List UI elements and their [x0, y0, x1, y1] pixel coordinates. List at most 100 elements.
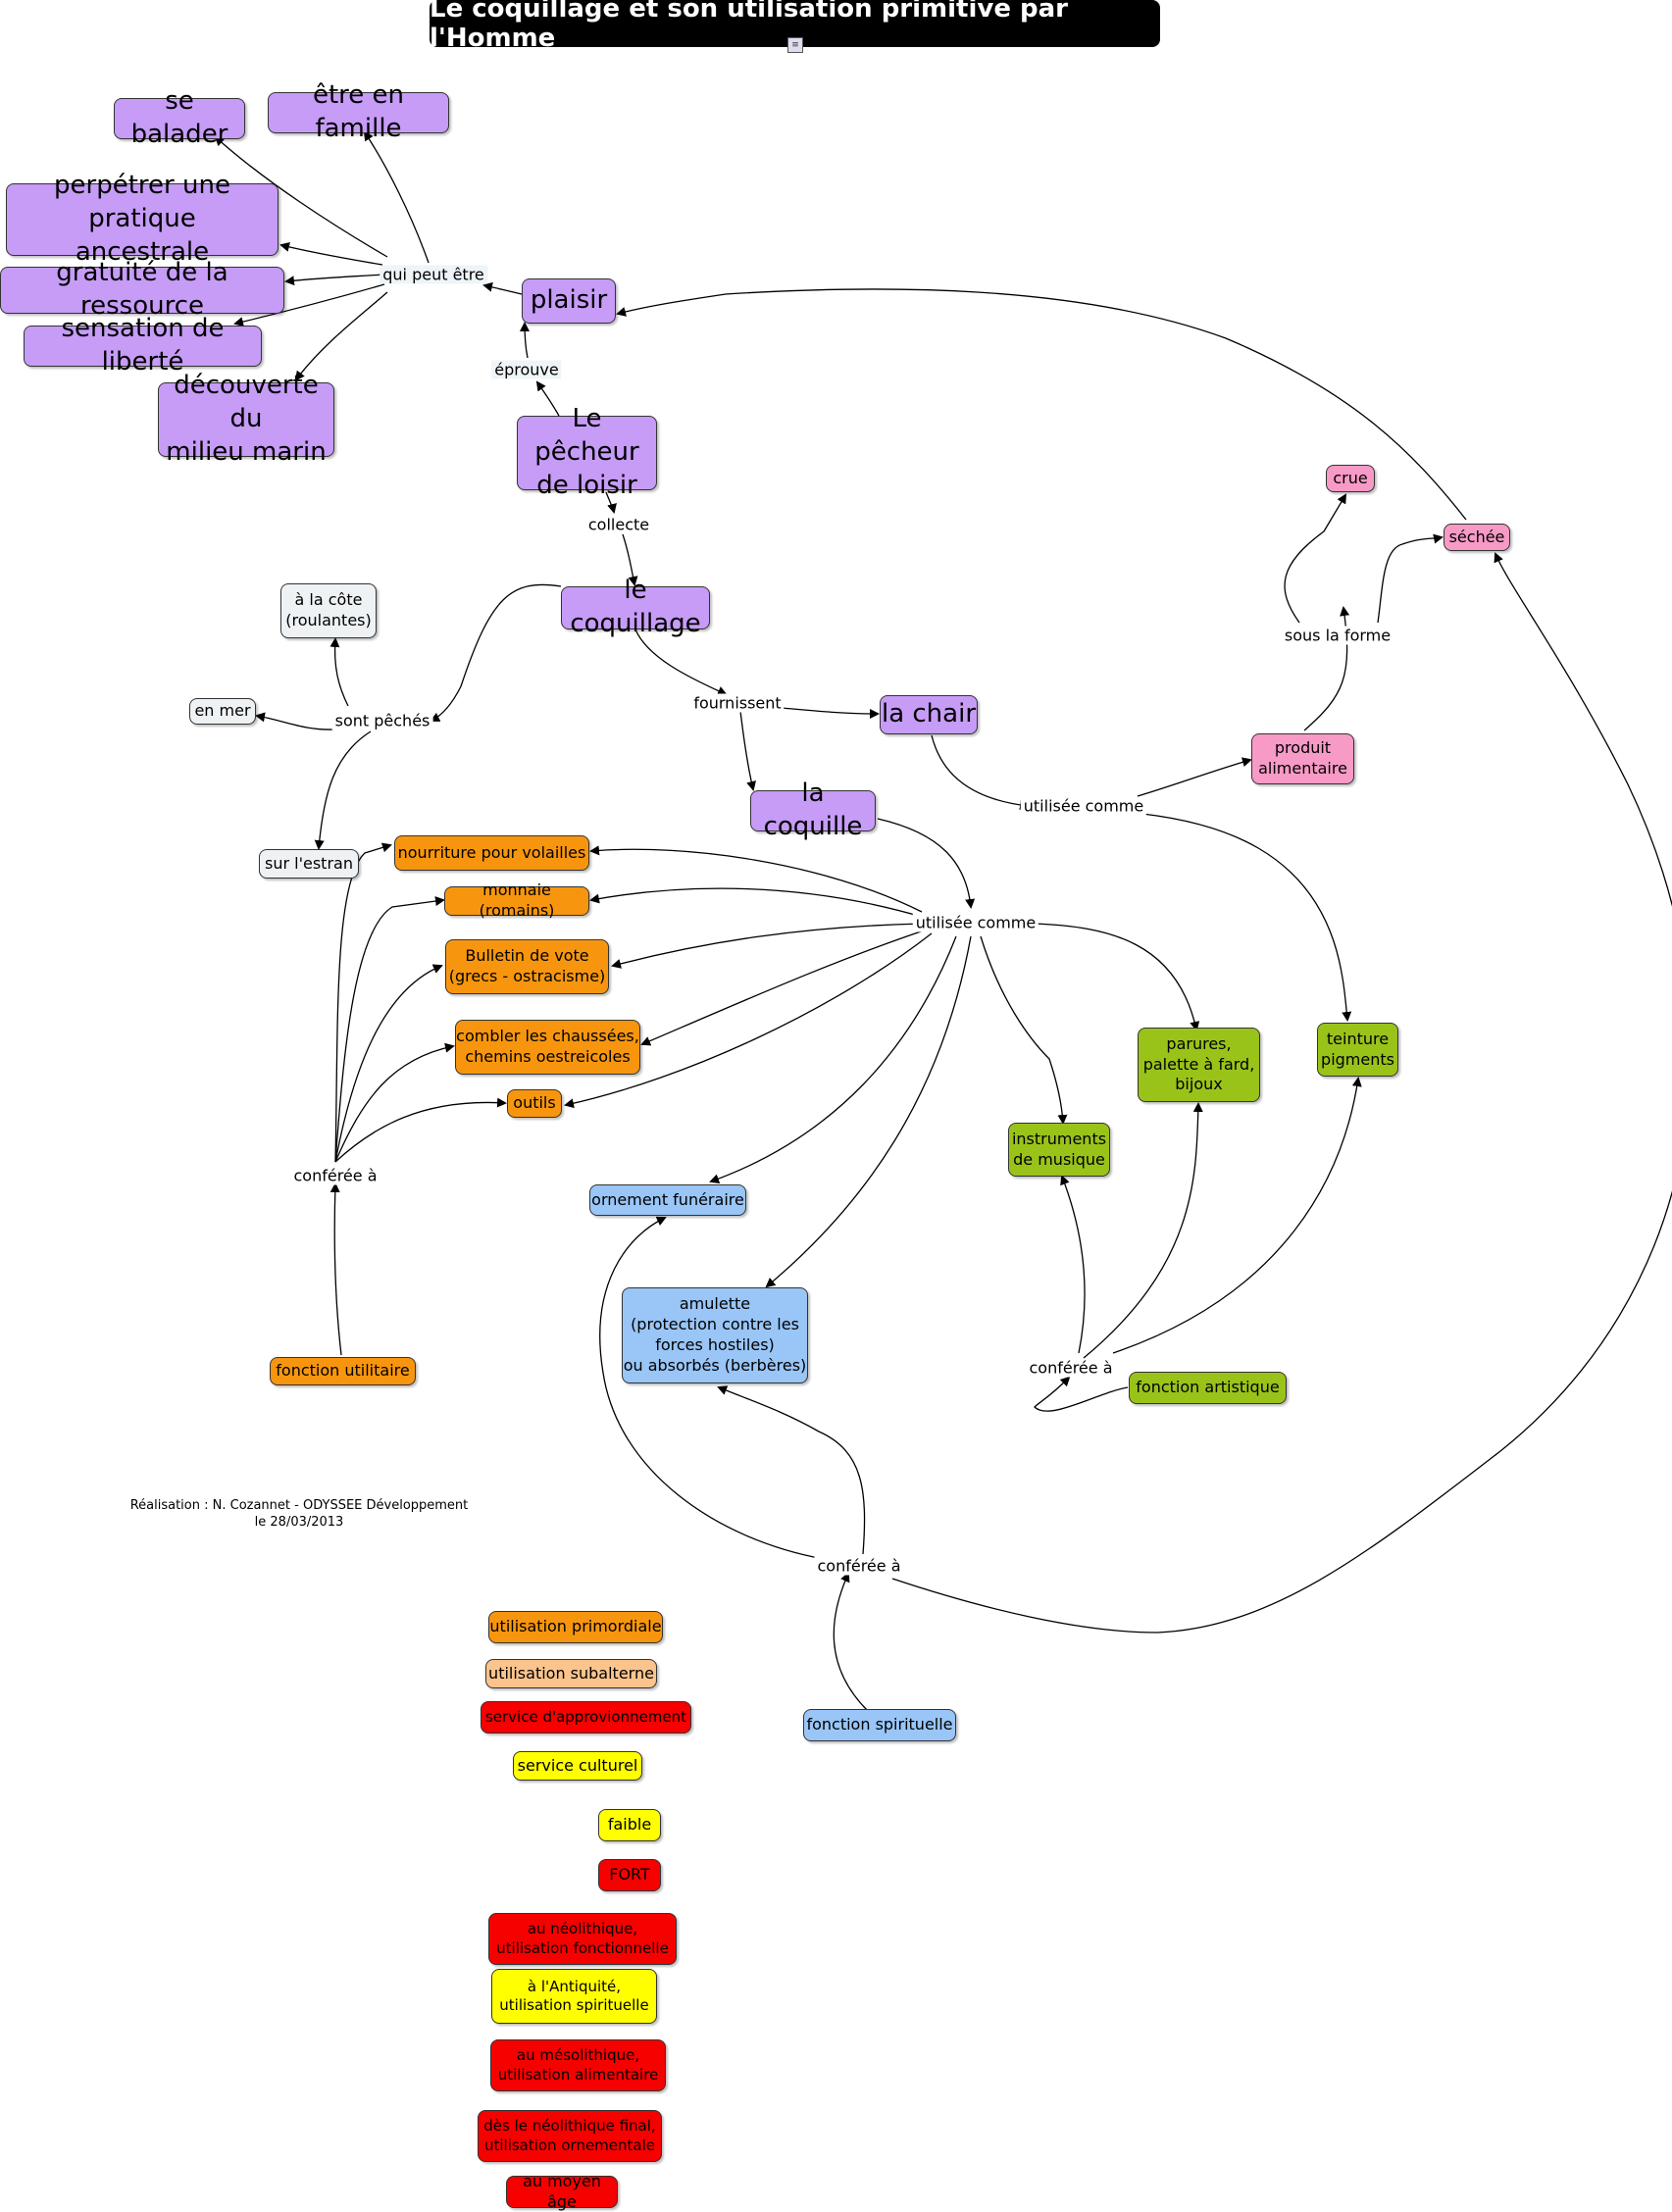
edge	[599, 1216, 825, 1560]
edge	[765, 935, 972, 1288]
legend-fort: FORT	[598, 1859, 661, 1891]
edge	[564, 932, 933, 1109]
edge	[334, 896, 445, 1163]
node-en-mer[interactable]: en mer	[189, 698, 256, 725]
edge	[717, 1385, 866, 1555]
edge	[535, 380, 560, 417]
node-teinture-pigments[interactable]: teinture pigments	[1317, 1023, 1398, 1077]
edge	[430, 583, 562, 722]
edge	[334, 1097, 507, 1163]
node-ornement-funeraire[interactable]: ornement funéraire	[589, 1184, 746, 1216]
legend-antiquite: à l'Antiquité, utilisation spirituelle	[491, 1969, 657, 2024]
edge	[1141, 813, 1352, 1022]
edge	[482, 281, 523, 295]
edge	[1083, 1102, 1203, 1359]
node-crue[interactable]: crue	[1326, 465, 1375, 492]
label-qui-peut-etre: qui peut être	[380, 265, 487, 284]
node-bulletin-vote[interactable]: Bulletin de vote (grecs - ostracisme)	[445, 939, 609, 994]
edge	[1034, 1376, 1129, 1412]
node-nourriture-volailles[interactable]: nourriture pour volailles	[394, 835, 589, 871]
edge	[520, 322, 531, 359]
node-liberte[interactable]: sensation de liberté	[24, 314, 262, 377]
edge	[605, 491, 617, 514]
node-instruments-musique[interactable]: instruments de musique	[1008, 1123, 1110, 1177]
page-title: Le coquillage et son utilisation primiti…	[430, 0, 1160, 53]
label-conferee-a-utilitaire: conférée à	[290, 1166, 380, 1185]
node-produit-alimentaire[interactable]: produit alimentaire	[1251, 733, 1354, 784]
edge	[255, 712, 334, 730]
edge	[589, 887, 923, 918]
edge	[781, 707, 880, 719]
credit-text: Réalisation : N. Cozannet - ODYSSEE Déve…	[129, 1498, 469, 1530]
edge	[622, 533, 638, 586]
node-se-balader[interactable]: se balader	[114, 86, 245, 149]
edge	[891, 552, 1672, 1634]
edge	[233, 283, 385, 327]
node-sechee[interactable]: séchée	[1444, 524, 1510, 551]
edge	[284, 274, 385, 286]
edge	[877, 818, 976, 909]
node-la-chair[interactable]: la chair	[880, 695, 978, 734]
edge	[334, 1042, 455, 1163]
label-utilisee-comme-chair: utilisée comme	[1020, 796, 1147, 816]
node-plaisir[interactable]: plaisir	[522, 278, 616, 324]
edge	[1034, 923, 1200, 1031]
edge	[1377, 533, 1444, 624]
legend-service-culturel: service culturel	[513, 1751, 642, 1781]
edge	[616, 288, 1467, 521]
edge	[739, 710, 756, 791]
edge	[611, 923, 923, 969]
label-collecte: collecte	[584, 515, 653, 534]
legend-mesolithique: au mésolithique, utilisation alimentaire	[490, 2039, 666, 2091]
node-parures[interactable]: parures, palette à fard, bijoux	[1138, 1028, 1260, 1102]
edge	[1137, 757, 1252, 797]
edge	[363, 130, 430, 264]
node-sur-estran[interactable]: sur l'estran	[259, 849, 359, 879]
edge	[294, 291, 388, 381]
node-combler-chaussees[interactable]: combler les chaussées, chemins oestreico…	[455, 1020, 640, 1075]
legend-neolithique-final: dès le néolithique final, utilisation or…	[478, 2110, 662, 2162]
edge	[1112, 1077, 1362, 1354]
legend-moyen-age: au moyen âge	[506, 2172, 618, 2211]
node-gratuite[interactable]: gratuité de la ressource	[0, 258, 284, 321]
legend-service-approvisionnement: service d'approvionnement	[481, 1701, 691, 1734]
node-pecheur[interactable]: Le pêcheur de loisir	[517, 404, 657, 500]
label-eprouve: éprouve	[491, 360, 562, 379]
node-a-la-cote[interactable]: à la côte (roulantes)	[280, 583, 377, 638]
node-milieu-marin[interactable]: découverte du milieu marin	[158, 371, 334, 467]
note-icon[interactable]: ≡	[787, 37, 803, 53]
edge	[634, 628, 728, 696]
node-amulette[interactable]: amulette (protection contre les forces h…	[622, 1287, 808, 1383]
edge	[214, 135, 388, 258]
node-pratique-ancestrale[interactable]: perpétrer une pratique ancestrale	[6, 171, 279, 267]
edge	[1060, 1175, 1086, 1354]
edge	[329, 1182, 342, 1356]
node-fonction-utilitaire[interactable]: fonction utilitaire	[270, 1357, 416, 1385]
node-outils[interactable]: outils	[507, 1089, 562, 1118]
edge	[709, 935, 957, 1183]
node-fonction-spirituelle[interactable]: fonction spirituelle	[803, 1709, 956, 1741]
edge	[1284, 493, 1347, 624]
edge	[640, 929, 928, 1046]
edge	[833, 1572, 869, 1712]
label-fournissent: fournissent	[690, 693, 785, 713]
legend-neolithique: au néolithique, utilisation fonctionnell…	[488, 1913, 677, 1965]
node-monnaie[interactable]: monnaie (romains)	[444, 880, 589, 920]
legend-utilisation-subalterne: utilisation subalterne	[485, 1659, 657, 1688]
edge	[314, 730, 372, 850]
label-sous-la-forme: sous la forme	[1281, 626, 1394, 645]
node-etre-en-famille[interactable]: être en famille	[268, 80, 449, 143]
node-fonction-artistique[interactable]: fonction artistique	[1129, 1372, 1287, 1404]
legend-utilisation-primordiale: utilisation primordiale	[488, 1611, 663, 1643]
node-la-coquille[interactable]: la coquille	[750, 779, 876, 841]
edge	[931, 734, 1030, 811]
edge	[334, 842, 392, 1163]
node-le-coquillage[interactable]: le coquillage	[561, 576, 710, 638]
label-utilisee-comme-coquille: utilisée comme	[912, 913, 1039, 932]
edge	[329, 637, 349, 707]
label-conferee-a-artistique: conférée à	[1026, 1358, 1116, 1378]
label-conferee-a-spirituelle: conférée à	[814, 1556, 904, 1576]
edge	[589, 845, 923, 913]
edge	[279, 242, 383, 266]
